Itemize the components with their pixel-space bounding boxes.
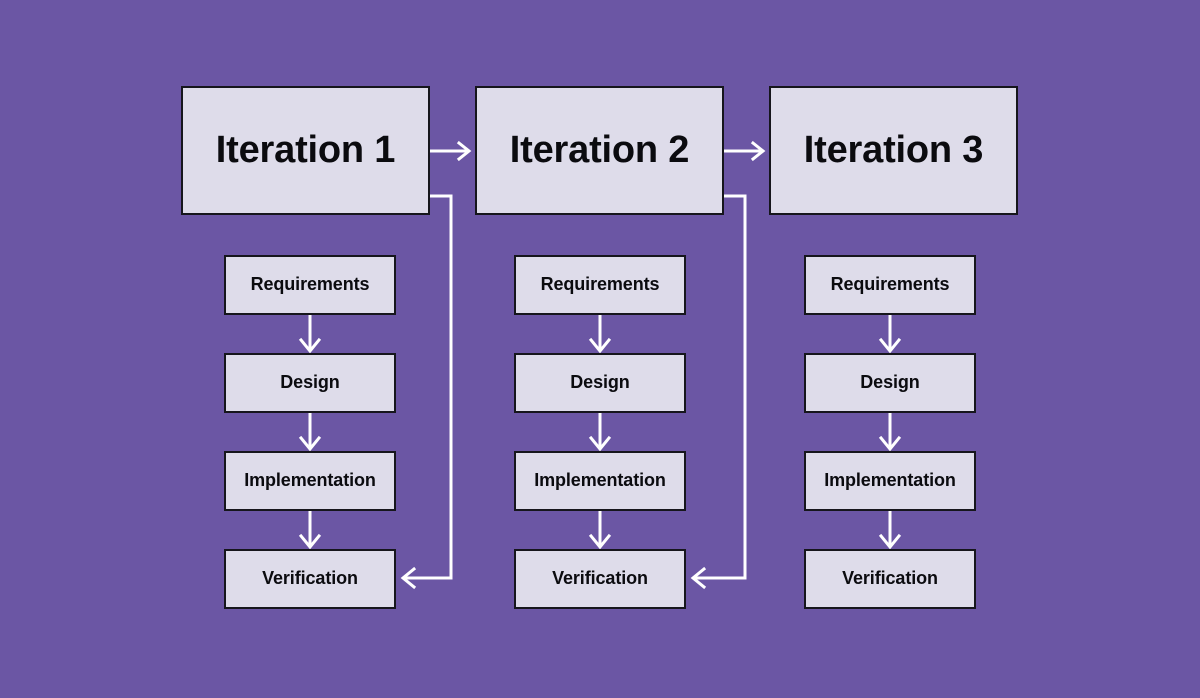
phase-box-iteration-2-design[interactable]: Design [514, 353, 686, 413]
iteration-box-1[interactable]: Iteration 1 [181, 86, 430, 215]
phase-box-iteration-3-requirements[interactable]: Requirements [804, 255, 976, 315]
iteration-box-2[interactable]: Iteration 2 [475, 86, 724, 215]
phase-label: Requirements [540, 274, 660, 295]
phase-label: Design [570, 372, 630, 393]
phase-label: Implementation [244, 470, 376, 491]
connector-col2-arrow-design-impl [588, 413, 612, 452]
phase-label: Requirements [830, 274, 950, 295]
iteration-1-label: Iteration 1 [215, 128, 396, 171]
connector-col1-arrow-design-impl [298, 413, 322, 452]
phase-box-iteration-1-implementation[interactable]: Implementation [224, 451, 396, 511]
phase-label: Verification [842, 568, 938, 589]
phase-label: Implementation [534, 470, 666, 491]
connector-col3-arrow-design-impl [878, 413, 902, 452]
connector-col2-feedback-loop [690, 194, 747, 590]
phase-box-iteration-1-requirements[interactable]: Requirements [224, 255, 396, 315]
phase-box-iteration-3-implementation[interactable]: Implementation [804, 451, 976, 511]
phase-label: Verification [262, 568, 358, 589]
iteration-box-3[interactable]: Iteration 3 [769, 86, 1018, 215]
phase-box-iteration-1-design[interactable]: Design [224, 353, 396, 413]
phase-label: Verification [552, 568, 648, 589]
phase-box-iteration-3-verification[interactable]: Verification [804, 549, 976, 609]
connector-col1-arrow-req-design [298, 315, 322, 354]
phase-box-iteration-2-verification[interactable]: Verification [514, 549, 686, 609]
phase-box-iteration-2-requirements[interactable]: Requirements [514, 255, 686, 315]
phase-label: Design [860, 372, 920, 393]
phase-label: Implementation [824, 470, 956, 491]
phase-box-iteration-3-design[interactable]: Design [804, 353, 976, 413]
connector-col2-arrow-req-design [588, 315, 612, 354]
connector-col3-arrow-impl-verif [878, 511, 902, 550]
phase-label: Requirements [250, 274, 370, 295]
iteration-2-label: Iteration 2 [509, 128, 690, 171]
connector-col1-arrow-impl-verif [298, 511, 322, 550]
phase-box-iteration-1-verification[interactable]: Verification [224, 549, 396, 609]
phase-label: Design [280, 372, 340, 393]
connector-col3-arrow-req-design [878, 315, 902, 354]
phase-box-iteration-2-implementation[interactable]: Implementation [514, 451, 686, 511]
iteration-3-label: Iteration 3 [803, 128, 984, 171]
connector-col2-arrow-impl-verif [588, 511, 612, 550]
connector-col1-feedback-loop [400, 194, 453, 590]
connector-iteration-2-to-3 [724, 140, 766, 162]
connector-iteration-1-to-2 [430, 140, 472, 162]
